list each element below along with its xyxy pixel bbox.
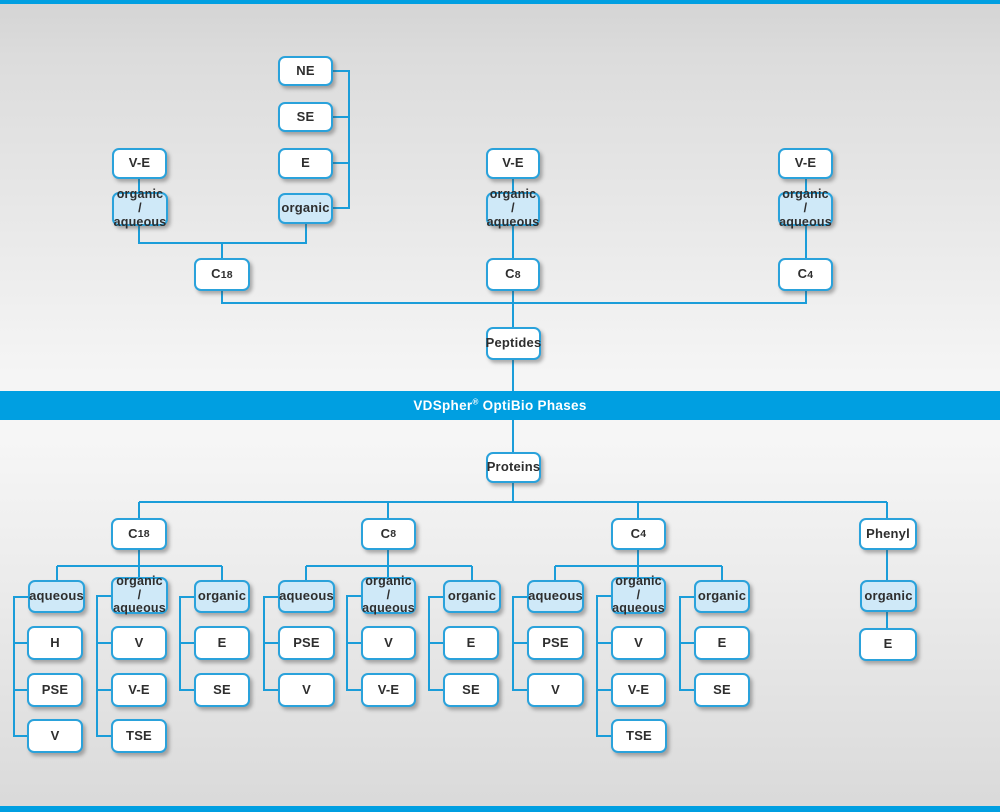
node-organic-mode: organic <box>694 580 750 613</box>
node-organic-mode: organic <box>194 580 250 613</box>
node-aqueous-mode: aqueous <box>278 580 335 613</box>
mode-line-2: aqueous <box>362 601 415 616</box>
node-proteins-root: Proteins <box>486 452 541 483</box>
node-aqueous-mode: aqueous <box>527 580 584 613</box>
node-e: E <box>278 148 333 179</box>
node-leaf-v: V <box>278 673 335 707</box>
mode-line-2: aqueous <box>486 214 540 229</box>
banner-brand: VDSpher <box>413 398 473 413</box>
node-leaf-v: V <box>611 626 666 660</box>
node-leaf-v: V <box>111 626 167 660</box>
node-organic-aqueous-mode: organic / aqueous <box>486 188 540 229</box>
node-leaf-h: H <box>27 626 83 660</box>
node-leaf-v: V <box>361 626 416 660</box>
mode-line-1: organic / <box>116 573 163 602</box>
mode-line-1: organic / <box>365 573 412 602</box>
node-ve: V-E <box>486 148 540 179</box>
phase-letter: C <box>505 266 515 282</box>
phase-number: 4 <box>807 268 814 281</box>
phase-number: 8 <box>514 268 521 281</box>
phase-number: 18 <box>137 528 150 541</box>
node-leaf-ve: V-E <box>111 673 167 707</box>
node-leaf-se: SE <box>194 673 250 707</box>
node-organic-mode: organic <box>278 193 333 224</box>
node-ve: V-E <box>112 148 167 179</box>
node-leaf-e: E <box>859 628 917 661</box>
node-leaf-pse: PSE <box>527 626 584 660</box>
proteins-leaf-rails <box>13 595 694 737</box>
node-leaf-e: E <box>194 626 250 660</box>
node-organic-mode: organic <box>860 580 917 612</box>
node-leaf-se: SE <box>443 673 499 707</box>
phase-letter: C <box>128 525 138 541</box>
node-organic-aqueous-mode: organic / aqueous <box>111 573 168 616</box>
node-organic-aqueous-mode: organic / aqueous <box>112 188 168 229</box>
node-aqueous-mode: aqueous <box>28 580 85 613</box>
node-leaf-pse: PSE <box>278 626 335 660</box>
node-leaf-ve: V-E <box>361 673 416 707</box>
top-accent-bar <box>0 0 1000 4</box>
node-ne: NE <box>278 56 333 86</box>
mode-line-1: organic / <box>782 187 829 216</box>
phase-letter: C <box>797 266 808 282</box>
banner: VDSpher®OptiBio Phases <box>0 391 1000 420</box>
phase-letter: C <box>630 525 641 541</box>
mode-line-1: organic / <box>116 187 164 216</box>
mode-line-1: organic / <box>615 573 662 602</box>
registered-mark: ® <box>472 397 479 407</box>
node-se: SE <box>278 102 333 132</box>
elution-rail-wires <box>333 70 350 209</box>
phase-number: 8 <box>390 528 397 541</box>
node-organic-mode: organic <box>443 580 501 613</box>
phase-number: 18 <box>220 268 233 281</box>
node-ve: V-E <box>778 148 833 179</box>
mode-line-1: organic / <box>489 187 537 216</box>
phase-letter: C <box>380 525 391 541</box>
mode-line-2: aqueous <box>612 601 665 616</box>
node-organic-aqueous-mode: organic / aqueous <box>778 188 833 229</box>
node-leaf-v: V <box>527 673 584 707</box>
node-leaf-ve: V-E <box>611 673 666 707</box>
proteins-top-wires <box>138 483 888 518</box>
node-leaf-se: SE <box>694 673 750 707</box>
node-leaf-e: E <box>694 626 750 660</box>
mode-line-2: aqueous <box>779 214 832 229</box>
node-leaf-e: E <box>443 626 499 660</box>
banner-title-rest: OptiBio Phases <box>482 398 587 413</box>
phase-letter: C <box>211 266 221 282</box>
phase-number: 4 <box>640 528 647 541</box>
node-phase-phenyl: Phenyl <box>859 518 917 550</box>
mode-line-2: aqueous <box>113 214 167 229</box>
node-peptides-root: Peptides <box>486 327 541 360</box>
mode-line-2: aqueous <box>113 601 166 616</box>
bottom-accent-bar <box>0 806 1000 812</box>
node-leaf-pse: PSE <box>27 673 83 707</box>
node-leaf-tse: TSE <box>611 719 667 753</box>
node-leaf-v: V <box>27 719 83 753</box>
node-leaf-tse: TSE <box>111 719 167 753</box>
node-organic-aqueous-mode: organic / aqueous <box>611 573 666 616</box>
banner-title: VDSpher®OptiBio Phases <box>413 398 586 413</box>
node-organic-aqueous-mode: organic / aqueous <box>361 573 416 616</box>
